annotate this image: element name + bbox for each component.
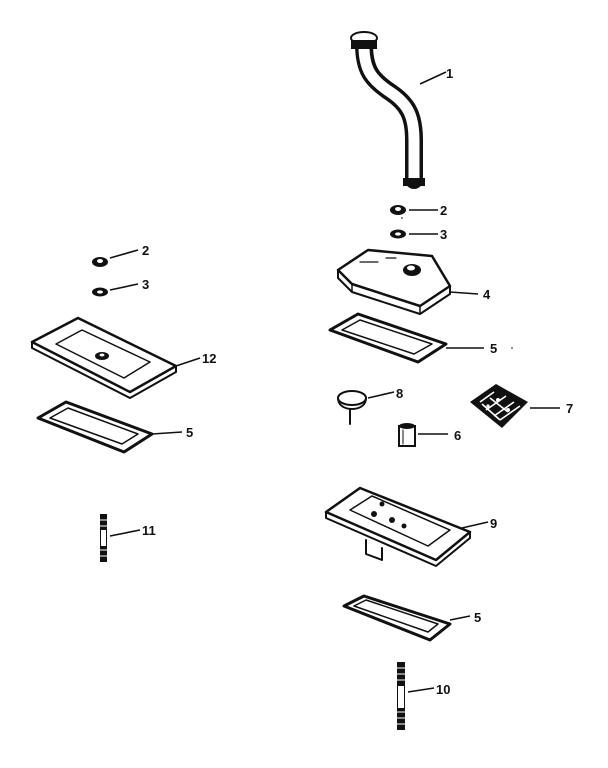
- part-3-washer-left: [92, 287, 108, 297]
- part-10-stud: [397, 662, 405, 730]
- leader-2-left: [109, 249, 139, 259]
- part-12-plate: [30, 316, 178, 399]
- leader-5-left: [151, 431, 183, 435]
- part-8-knob: [337, 390, 367, 425]
- callout-11: 11: [142, 523, 156, 538]
- callout-12: 12: [202, 351, 216, 366]
- leader-4: [449, 291, 479, 295]
- callout-4: 4: [483, 287, 491, 302]
- leader-11: [109, 529, 141, 537]
- callout-2-right: 2: [440, 203, 447, 218]
- part-6-filter: [470, 384, 528, 428]
- callout-1: 1: [446, 66, 453, 81]
- callout-6: 7: [566, 401, 573, 416]
- callout-2-left: 2: [142, 243, 149, 258]
- callout-5-upper: 5: [490, 341, 497, 356]
- callout-5-left: 5: [186, 425, 193, 440]
- part-11-stud: [100, 514, 107, 562]
- part-5-gasket-left: [36, 400, 154, 454]
- callout-8: 8: [396, 386, 403, 401]
- leader-5-lower: [449, 615, 471, 621]
- callout-9: 9: [490, 516, 497, 531]
- part-1-tube: [350, 31, 425, 189]
- callout-10: 10: [436, 682, 450, 697]
- callout-7: 6: [454, 428, 461, 443]
- leader-12: [175, 357, 201, 367]
- callout-5-lower: 5: [474, 610, 481, 625]
- part-2-nut-left: [92, 257, 108, 267]
- scan-speck: [401, 217, 403, 219]
- leader-10: [407, 687, 435, 693]
- part-9-base-plate: [324, 486, 472, 567]
- part-7-cylinder: [398, 423, 416, 447]
- leader-8: [367, 391, 395, 399]
- part-2-nut-right: [390, 205, 406, 215]
- callout-3-left: 3: [142, 277, 149, 292]
- part-4-cover: [336, 248, 452, 315]
- part-5-gasket-upper: [328, 312, 448, 364]
- part-5-gasket-lower: [342, 594, 452, 642]
- leader-1: [419, 71, 447, 85]
- leader-3-left: [109, 283, 139, 291]
- scan-speck: [511, 347, 513, 349]
- callout-3-right: 3: [440, 227, 447, 242]
- leader-9: [461, 521, 489, 529]
- part-3-washer-right: [390, 229, 406, 239]
